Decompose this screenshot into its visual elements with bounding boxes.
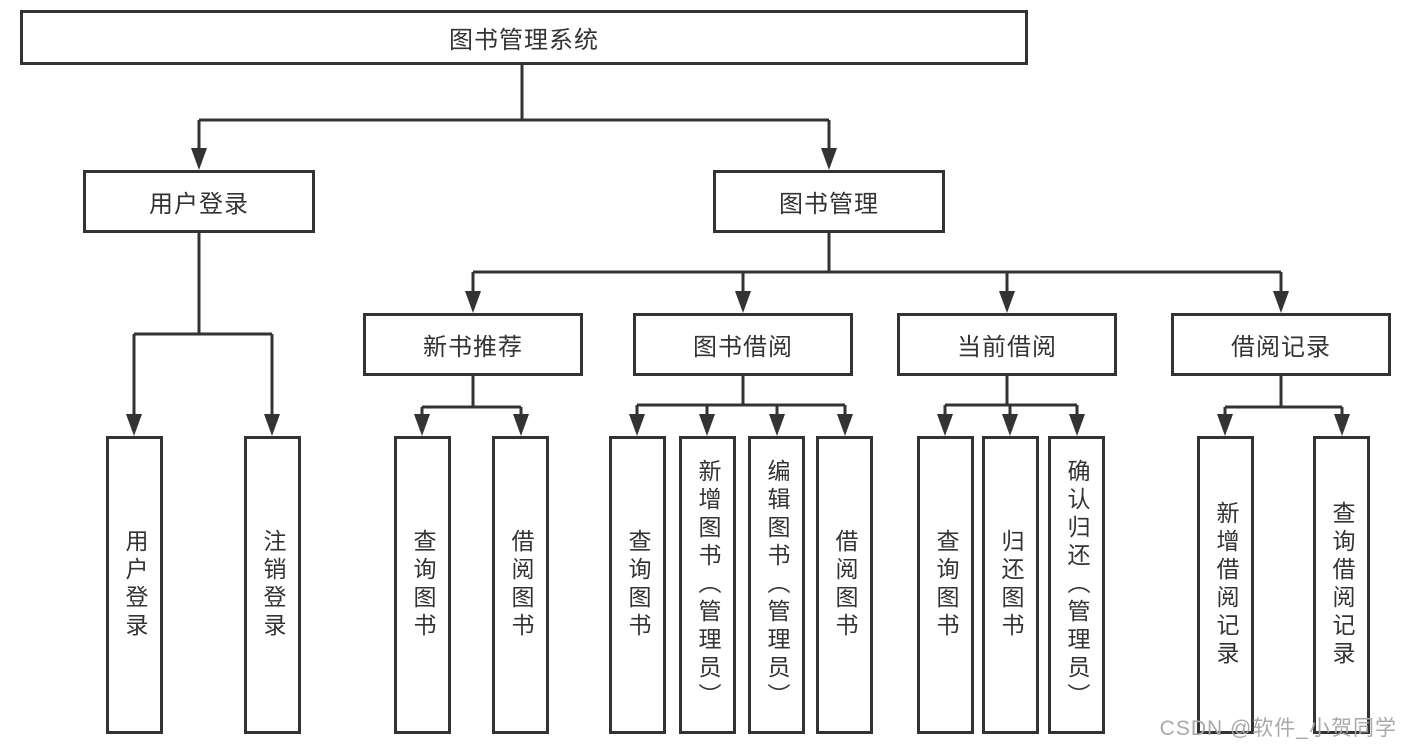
node-user-login: 用户登录	[83, 170, 315, 233]
leaf-confirm-return-admin: 确认归还（管理员）	[1048, 436, 1105, 734]
node-label: 新书推荐	[423, 334, 523, 361]
arrowheads	[126, 148, 1350, 436]
node-label: 新增借阅记录	[1213, 501, 1239, 669]
node-label: 注销登录	[260, 529, 286, 641]
leaf-edit-books-admin: 编辑图书（管理员）	[748, 436, 805, 734]
node-new-book-recommend: 新书推荐	[363, 313, 583, 376]
node-label: 借阅图书	[832, 529, 858, 641]
node-label: 编辑图书（管理员）	[764, 459, 790, 711]
node-label: 图书管理	[779, 191, 879, 218]
node-current-borrow: 当前借阅	[897, 313, 1117, 376]
node-label: 用户登录	[122, 529, 148, 641]
leaf-query-books-recommend: 查询图书	[394, 436, 451, 734]
leaf-query-books-current: 查询图书	[917, 436, 974, 734]
node-label: 查询图书	[625, 529, 651, 641]
node-label: 图书管理系统	[449, 27, 599, 54]
leaf-borrow-books: 借阅图书	[816, 436, 873, 734]
connector-strokes	[132, 65, 1344, 416]
leaf-borrow-books-recommend: 借阅图书	[492, 436, 549, 734]
leaf-logout: 注销登录	[244, 436, 301, 734]
node-label: 借阅图书	[508, 529, 534, 641]
node-library-management-system: 图书管理系统	[20, 10, 1028, 65]
leaf-query-books-borrow: 查询图书	[609, 436, 666, 734]
node-label: 查询图书	[933, 529, 959, 641]
node-label: 归还图书	[998, 529, 1024, 641]
node-label: 查询图书	[410, 529, 436, 641]
node-label: 图书借阅	[693, 334, 793, 361]
node-label: 当前借阅	[957, 334, 1057, 361]
leaf-user-login: 用户登录	[106, 436, 163, 734]
leaf-add-books-admin: 新增图书（管理员）	[679, 436, 736, 734]
node-book-management: 图书管理	[713, 170, 945, 233]
node-label: 借阅记录	[1231, 334, 1331, 361]
node-label: 确认归还（管理员）	[1064, 459, 1090, 711]
leaf-return-books: 归还图书	[982, 436, 1039, 734]
node-book-borrow: 图书借阅	[633, 313, 853, 376]
leaf-add-borrow-record: 新增借阅记录	[1197, 436, 1254, 734]
node-borrow-records: 借阅记录	[1171, 313, 1391, 376]
node-label: 用户登录	[149, 191, 249, 218]
leaf-query-borrow-record: 查询借阅记录	[1313, 436, 1370, 734]
node-label: 新增图书（管理员）	[695, 459, 721, 711]
csdn-watermark: CSDN @软件_小贺同学	[1159, 717, 1397, 740]
node-label: 查询借阅记录	[1329, 501, 1355, 669]
